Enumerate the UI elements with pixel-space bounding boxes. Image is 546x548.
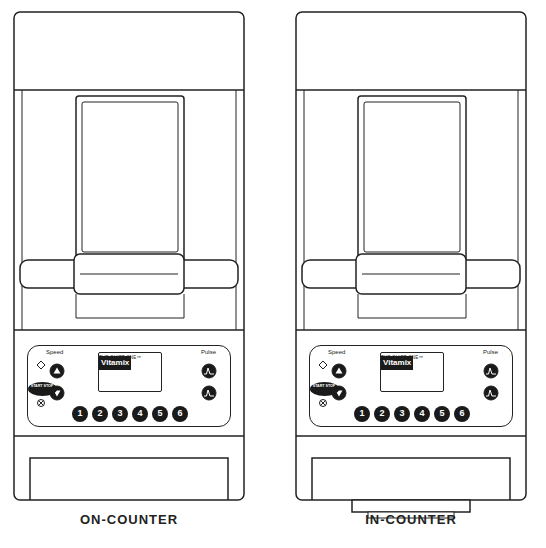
button-number: 2 xyxy=(379,409,384,418)
button-number: 6 xyxy=(459,409,464,418)
button-number: 3 xyxy=(117,409,122,418)
display-screen: VitamixTHE QUIET ONE™ xyxy=(98,352,162,392)
program-button: 1 xyxy=(72,406,88,422)
program-button: 6 xyxy=(172,406,188,422)
model-name: THE QUIET ONE™ xyxy=(381,356,423,364)
control-label: Pulse xyxy=(201,349,216,355)
button-label: START STOP xyxy=(313,385,335,389)
button-number: 2 xyxy=(97,409,102,418)
button-number: 1 xyxy=(77,409,82,418)
button-number: 1 xyxy=(359,409,364,418)
button-number: 4 xyxy=(419,409,424,418)
button-number: 3 xyxy=(399,409,404,418)
counter-mount xyxy=(352,500,470,512)
program-button: 3 xyxy=(394,406,410,422)
program-button: 1 xyxy=(354,406,370,422)
unit-caption: IN-COUNTER xyxy=(365,512,457,527)
display-screen: VitamixTHE QUIET ONE™ xyxy=(380,352,444,392)
button-label: START STOP xyxy=(31,385,53,389)
control-panel: VitamixTHE QUIET ONE™ START STOP 1 2 3 4 5 6 Spe… xyxy=(27,345,231,427)
control-panel: VitamixTHE QUIET ONE™ START STOP 1 2 3 4 5 6 Spe… xyxy=(309,345,513,427)
button-number: 4 xyxy=(137,409,142,418)
in-counter-unit xyxy=(296,12,526,500)
program-button: 6 xyxy=(454,406,470,422)
start-stop-button: START STOP xyxy=(310,382,339,396)
on-counter-unit xyxy=(14,12,244,500)
button-number: 5 xyxy=(439,409,444,418)
control-label: Pulse xyxy=(483,349,498,355)
button-number: 6 xyxy=(177,409,182,418)
program-button: 4 xyxy=(414,406,430,422)
program-button: 5 xyxy=(434,406,450,422)
button-number: 5 xyxy=(157,409,162,418)
unit-caption: ON-COUNTER xyxy=(80,512,178,527)
model-name: THE QUIET ONE™ xyxy=(99,356,141,364)
control-label: Speed xyxy=(46,349,63,355)
program-button: 2 xyxy=(92,406,108,422)
control-label: Speed xyxy=(328,349,345,355)
program-button: 4 xyxy=(132,406,148,422)
program-button: 5 xyxy=(152,406,168,422)
start-stop-button: START STOP xyxy=(28,382,57,396)
program-button: 2 xyxy=(374,406,390,422)
program-button: 3 xyxy=(112,406,128,422)
